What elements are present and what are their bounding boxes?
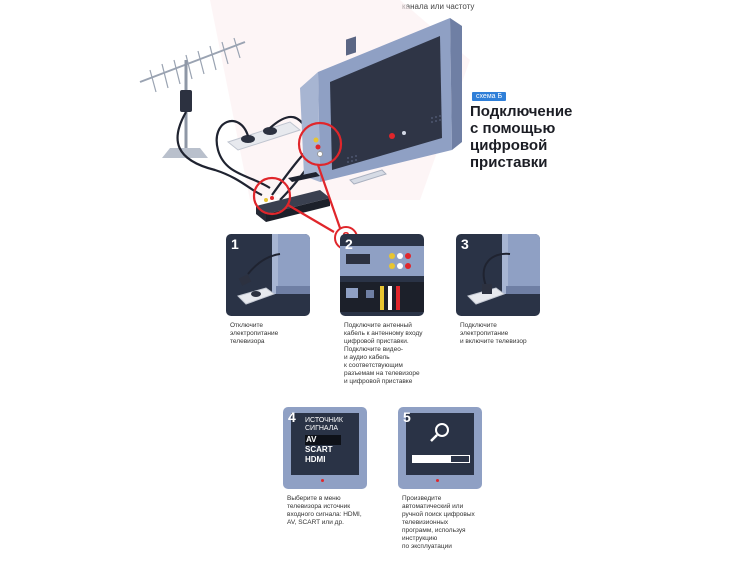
step-card-2 xyxy=(340,234,424,316)
menu-option-hdmi[interactable]: HDMI xyxy=(305,455,326,464)
step-text-line: телевизора xyxy=(230,338,265,345)
tv-power-led xyxy=(436,479,439,482)
menu-heading-line: СИГНАЛА xyxy=(305,425,339,432)
step-text-line: программ, используя xyxy=(402,527,466,534)
step-text-line: Подключите антенный xyxy=(344,322,412,329)
title-line: с помощью xyxy=(470,120,556,137)
step-number: 4 xyxy=(288,409,296,425)
search-progress-bar xyxy=(412,455,470,463)
top-caption: канала или частоту xyxy=(402,2,475,11)
step-text-line: и цифровой приставке xyxy=(344,378,413,385)
page-title: Подключение с помощью цифровой приставки xyxy=(470,103,600,171)
scheme-badge: схема Б xyxy=(472,92,507,101)
title-line: цифровой xyxy=(470,137,548,154)
menu-option-av[interactable]: AV xyxy=(305,435,341,445)
antenna-icon xyxy=(139,37,246,158)
step-description: Выберите в меню телевизора источник вход… xyxy=(287,495,377,527)
step-text-line: телевизора источник xyxy=(287,503,351,510)
step-text-line: по эксплуатации xyxy=(402,543,452,550)
connector-panel-illustration xyxy=(340,246,424,312)
step-description: Подключите электропитание и включите тел… xyxy=(460,322,550,346)
step-card-4: 4 ИСТОЧНИК СИГНАЛА AV SCART HDMI xyxy=(283,407,367,489)
step-text-line: электропитание xyxy=(460,330,509,337)
step-number: 1 xyxy=(231,236,239,252)
step-text-line: электропитание xyxy=(230,330,279,337)
step-number: 5 xyxy=(403,409,411,425)
power-strip xyxy=(226,121,302,151)
remote-icon xyxy=(349,169,387,185)
plug-icon xyxy=(467,234,540,305)
step-text-line: к соответствующим xyxy=(344,362,403,369)
step-text-line: AV, SCART или др. xyxy=(287,519,344,526)
step-text-line: автоматический или xyxy=(402,503,464,510)
step-text-line: разъемам на телевизоре xyxy=(344,370,420,377)
step-description: Подключите антенный кабель к антенному в… xyxy=(344,322,444,386)
step-description: Произведите автоматический или ручной по… xyxy=(402,495,492,551)
menu-heading: ИСТОЧНИК СИГНАЛА xyxy=(305,417,343,433)
title-line: приставки xyxy=(470,154,548,171)
step-text-line: и включите телевизор xyxy=(460,338,527,345)
step-text-line: цифровой приставки. xyxy=(344,338,409,345)
step-card-3: 3 xyxy=(456,234,540,316)
step-text-line: инструкцию xyxy=(402,535,438,542)
step-text-line: Выберите в меню xyxy=(287,495,341,502)
menu-options: AV SCART HDMI xyxy=(305,435,341,465)
power-outlet-icon xyxy=(237,234,310,305)
menu-option-scart[interactable]: SCART xyxy=(305,445,333,454)
search-progress-fill xyxy=(413,456,452,462)
step-number: 2 xyxy=(345,236,353,252)
menu-heading-line: ИСТОЧНИК xyxy=(305,417,343,424)
step-description: Отключите электропитание телевизора xyxy=(230,322,320,346)
callout-circles xyxy=(252,121,343,233)
step-text-line: Произведите xyxy=(402,495,442,502)
step-text-line: Отключите xyxy=(230,322,264,329)
step-number: 3 xyxy=(461,236,469,252)
step-text-line: Подключите видео- xyxy=(344,346,403,353)
search-icon xyxy=(430,423,449,442)
step-text-line: ручной поиск цифровых xyxy=(402,511,475,518)
step-text-line: Подключите xyxy=(460,322,497,329)
tv-icon xyxy=(300,18,462,182)
title-line: Подключение xyxy=(470,103,573,120)
step-text-line: входного сигнала: HDMI, xyxy=(287,511,362,518)
step-text-line: телевизионных xyxy=(402,519,449,526)
step-text-line: кабель к антенному входу xyxy=(344,330,423,337)
step-card-5: 5 xyxy=(398,407,482,489)
step-text-line: и аудио кабель xyxy=(344,354,390,361)
step-card-1: 1 xyxy=(226,234,310,316)
remote-icon xyxy=(288,172,320,182)
tv-power-led xyxy=(321,479,324,482)
